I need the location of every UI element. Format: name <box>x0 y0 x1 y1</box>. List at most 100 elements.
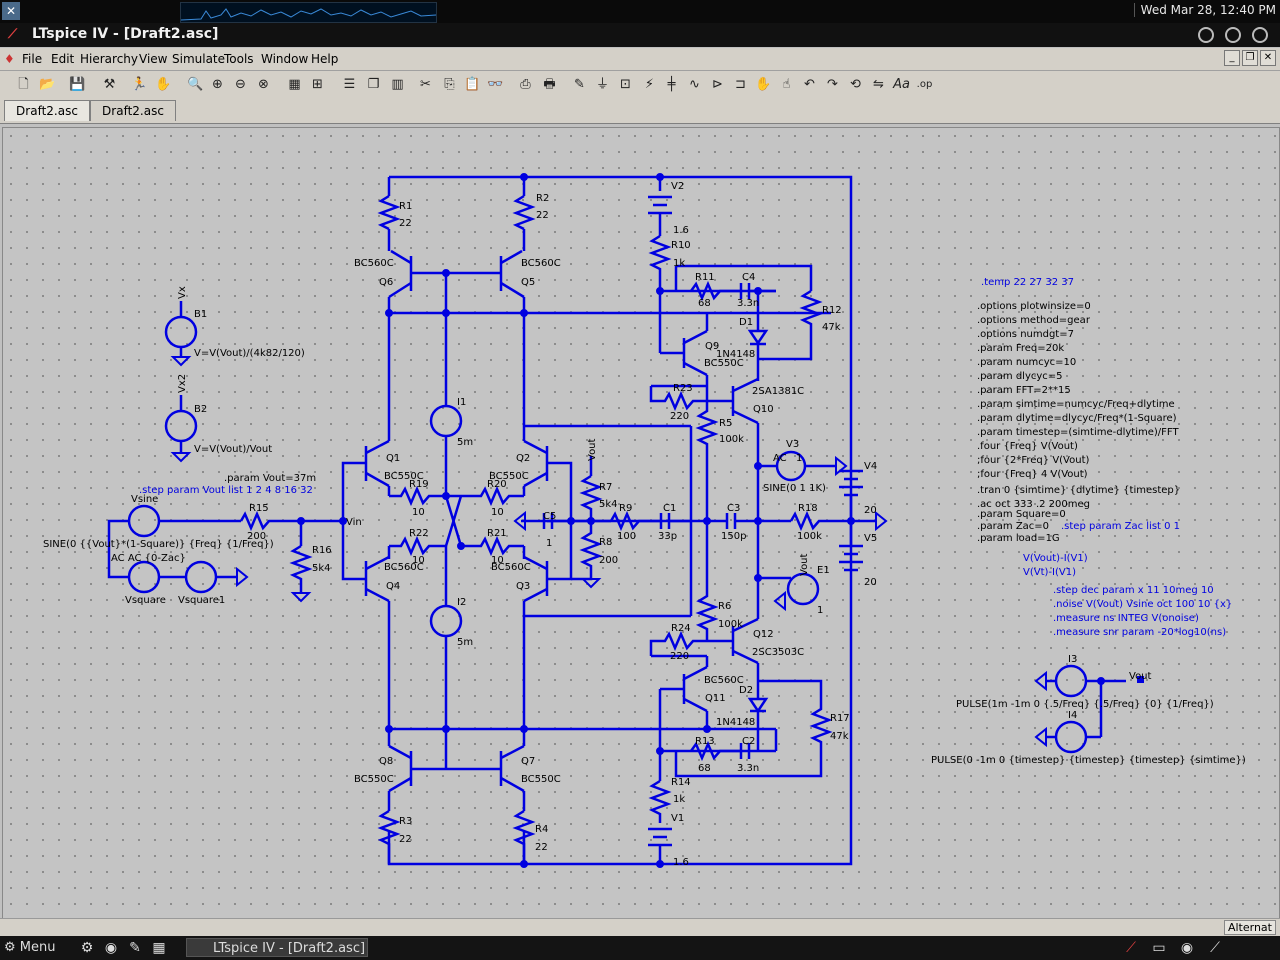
control-panel-icon[interactable]: ⚒ <box>103 77 116 92</box>
type-q11: BC560C <box>704 675 744 686</box>
menu-view[interactable]: View <box>139 52 168 66</box>
directive-line: .param Zac=0 <box>977 521 1049 532</box>
value-e1: 1 <box>817 605 823 616</box>
mdi-restore-icon[interactable]: ❐ <box>1242 50 1258 66</box>
calculator-icon[interactable]: ▦ <box>152 940 166 956</box>
value-r9: 100 <box>617 531 636 542</box>
open-icon[interactable]: 📂 <box>39 77 56 92</box>
print-setup-icon[interactable]: ⎙ <box>520 77 531 92</box>
label-q9: Q9 <box>705 341 719 352</box>
undo-icon[interactable]: ↶ <box>804 77 815 92</box>
resistor-icon[interactable]: ⚡ <box>644 77 655 92</box>
label-r5: R5 <box>719 418 732 429</box>
label-net-icon[interactable]: ⊡ <box>620 77 631 92</box>
value-r24: 220 <box>670 651 689 662</box>
ltspice-tray-icon[interactable]: ⟋ <box>1126 940 1136 956</box>
mdi-minimize-icon[interactable]: _ <box>1224 50 1240 66</box>
value-r7: 5k4 <box>599 499 618 510</box>
label-r3: R3 <box>399 816 412 827</box>
taskbar-task-ltspice[interactable]: LTspice IV - [Draft2.asc] <box>186 938 368 957</box>
clock[interactable]: Wed Mar 28, 12:40 PM <box>1133 3 1276 17</box>
value-r4: 22 <box>535 842 548 853</box>
schematic-svg[interactable]: R1 22 R2 22 BC560C Q6 BC560C Q5 Q1 BC550… <box>3 128 1279 919</box>
maximize-icon[interactable] <box>1225 27 1241 43</box>
directive-line: .param dlycyc=5 <box>977 371 1063 382</box>
directive-line: .param Square=0 <box>977 509 1066 520</box>
component-labels: R1 22 R2 22 BC560C Q6 BC560C Q5 Q1 BC550… <box>43 181 1246 868</box>
tile-vertical-icon[interactable]: ▥ <box>391 77 404 92</box>
halt-icon[interactable]: ✋ <box>155 77 172 92</box>
menu-simulate[interactable]: Simulate <box>172 52 226 66</box>
component-icon[interactable]: ⊐ <box>735 77 746 92</box>
value-r10: 1k <box>673 258 685 269</box>
window-title: LTspice IV - [Draft2.asc] <box>32 26 219 42</box>
find-icon[interactable]: 👓 <box>487 77 504 92</box>
value-c4: 3.3n <box>737 298 759 309</box>
tile-horizontal-icon[interactable]: ☰ <box>343 77 356 92</box>
zoom-out-icon[interactable]: ⊖ <box>235 77 246 92</box>
spice-directive-icon[interactable]: .op <box>916 79 933 90</box>
label-r23: R23 <box>673 383 693 394</box>
label-e1: E1 <box>817 565 830 576</box>
label-r8: R8 <box>599 537 612 548</box>
paste-icon[interactable]: 📋 <box>464 77 481 92</box>
tray-firefox-icon[interactable]: ◉ <box>1180 940 1194 956</box>
editor-icon[interactable]: ✎ <box>129 940 141 956</box>
menu-hierarchy[interactable]: Hierarchy <box>80 52 139 66</box>
minimize-icon[interactable] <box>1198 27 1214 43</box>
grid-icon[interactable]: ⊞ <box>312 77 323 92</box>
menu-help[interactable]: Help <box>311 52 339 66</box>
directive-line: .options method=gear <box>977 315 1091 326</box>
label-c3: C3 <box>727 503 740 514</box>
type-q3: BC560C <box>491 562 531 573</box>
tab-draft2-1[interactable]: Draft2.asc <box>4 100 90 121</box>
schematic-canvas[interactable]: R1 22 R2 22 BC560C Q6 BC560C Q5 Q1 BC550… <box>2 127 1280 920</box>
directive-line: .param simtime=numcyc/Freq+dlytime <box>977 399 1175 410</box>
menu-tools[interactable]: Tools <box>224 52 254 66</box>
firefox-icon[interactable]: ◉ <box>104 940 118 956</box>
autorange-icon[interactable]: ▦ <box>288 77 301 92</box>
menu-edit[interactable]: Edit <box>51 52 75 66</box>
cascade-icon[interactable]: ❐ <box>367 77 380 92</box>
move-icon[interactable]: ✋ <box>755 77 772 92</box>
settings-icon[interactable]: ⚙ <box>80 940 94 956</box>
new-schematic-icon[interactable]: 🗋 <box>18 77 29 92</box>
print-icon[interactable]: 🖶 <box>543 77 556 92</box>
ground-icon[interactable]: ⏚ <box>595 77 609 92</box>
inductor-icon[interactable]: ∿ <box>689 77 700 92</box>
zoom-in-icon[interactable]: 🔍 <box>187 77 204 92</box>
value-c1: 33p <box>658 531 677 542</box>
close-icon[interactable] <box>1252 27 1268 43</box>
value-r11: 68 <box>698 298 711 309</box>
zoom-fit-icon[interactable]: ⊗ <box>258 77 269 92</box>
run-icon[interactable]: 🏃 <box>131 77 148 92</box>
save-icon[interactable]: 💾 <box>69 77 86 92</box>
label-i3: I3 <box>1068 654 1077 665</box>
cut-icon[interactable]: ✂ <box>420 77 431 92</box>
menu-file[interactable]: File <box>22 52 43 66</box>
text-icon[interactable]: Aa <box>893 77 910 92</box>
menu-window[interactable]: Window <box>261 52 309 66</box>
taskbar-menu-button[interactable]: ⚙ Menu <box>4 940 56 955</box>
tray-ltspice-icon[interactable]: ⟋ <box>1210 940 1220 956</box>
capacitor-icon[interactable]: ╪ <box>667 77 676 92</box>
toolbar: 🗋 📂 💾 ⚒ 🏃 ✋ 🔍 ⊕ ⊖ ⊗ ▦ ⊞ ☰ ❐ ▥ ✂ ⎘ 📋 👓 ⎙ … <box>0 71 1280 100</box>
label-r2: R2 <box>536 193 549 204</box>
panel-menu-icon[interactable]: ✕ <box>2 2 20 20</box>
mdi-close-icon[interactable]: ✕ <box>1260 50 1276 66</box>
redo-icon[interactable]: ↷ <box>827 77 838 92</box>
label-i2: I2 <box>457 597 466 608</box>
tab-draft2-2[interactable]: Draft2.asc <box>90 100 176 121</box>
draw-wire-icon[interactable]: ✎ <box>574 77 585 92</box>
mirror-icon[interactable]: ⇋ <box>873 77 884 92</box>
copy-icon[interactable]: ⎘ <box>444 77 455 92</box>
pan-icon[interactable]: ⊕ <box>212 77 223 92</box>
tray-window-icon[interactable]: ▭ <box>1152 940 1166 956</box>
rotate-icon[interactable]: ⟲ <box>850 77 861 92</box>
drag-icon[interactable]: ☝ <box>782 77 791 92</box>
diode-icon[interactable]: ⊳ <box>712 77 723 92</box>
status-bar: Alternat <box>0 918 1280 937</box>
label-r7: R7 <box>599 482 612 493</box>
value-r16: 5k4 <box>312 563 331 574</box>
doc-menu-icon[interactable]: ♦ <box>4 52 15 66</box>
